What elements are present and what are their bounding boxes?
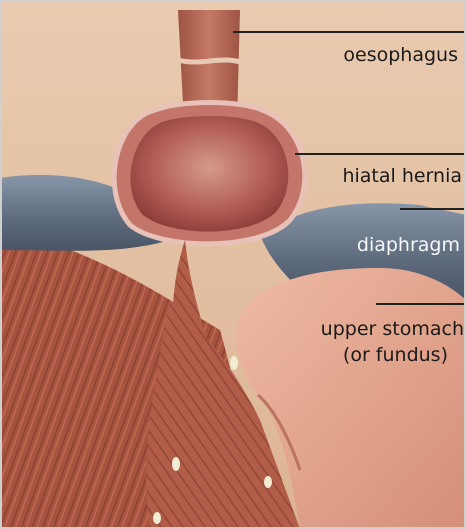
label-oesophagus: oesophagus <box>343 44 458 67</box>
label-diaphragm: diaphragm <box>357 234 460 257</box>
label-hiatal-hernia: hiatal hernia <box>342 165 462 188</box>
label-fundus: (or fundus) <box>343 344 448 367</box>
hiatal-hernia-interior <box>130 116 288 232</box>
fat-nodule <box>230 356 238 370</box>
fat-nodule <box>172 457 180 471</box>
fat-nodule <box>153 512 161 524</box>
oesophagus-cut-edge <box>178 60 240 62</box>
fat-nodule <box>264 476 272 488</box>
label-upper-stomach: upper stomach <box>321 318 464 341</box>
